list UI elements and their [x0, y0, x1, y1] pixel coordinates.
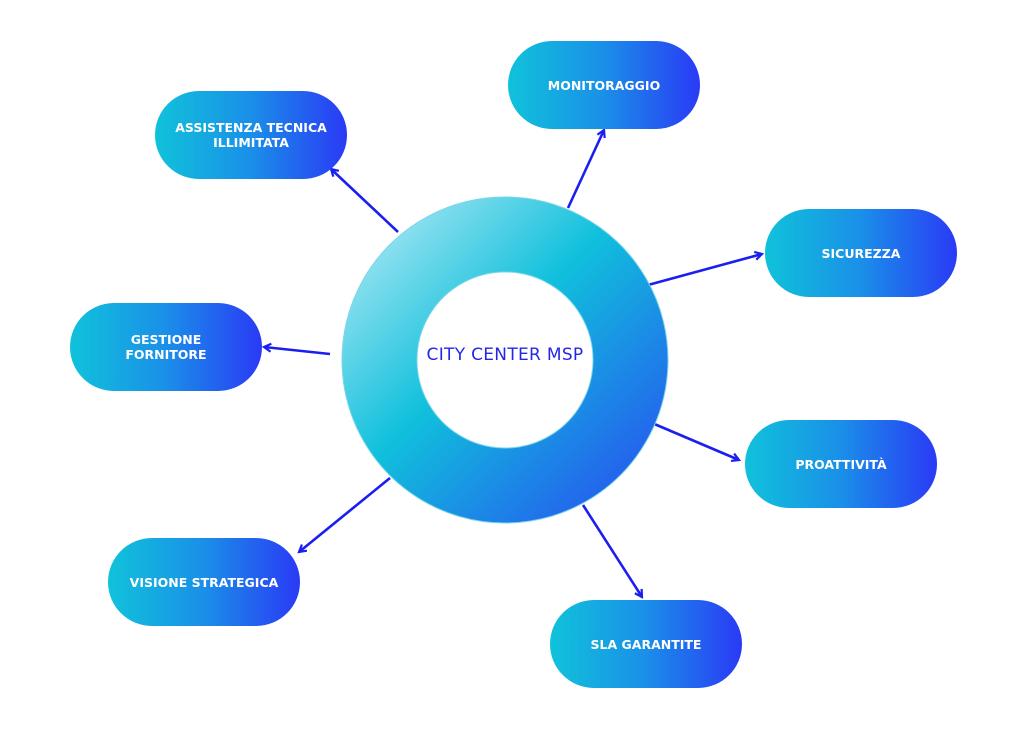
node-proattivita: PROATTIVITÀ	[745, 420, 937, 508]
arrow-monitoraggio	[566, 130, 604, 209]
node-assistenza: ASSISTENZA TECNICA ILLIMITATA	[155, 91, 347, 179]
arrow-assistenza	[331, 169, 399, 233]
arrow-visione	[299, 476, 391, 552]
node-sicurezza: SICUREZZA	[765, 209, 957, 297]
center-title: CITY CENTER MSP	[426, 345, 584, 365]
arrow-sla	[581, 504, 642, 597]
node-visione: VISIONE STRATEGICA	[108, 538, 300, 626]
node-monitoraggio: MONITORAGGIO	[508, 41, 700, 129]
arrow-sicurezza	[647, 254, 762, 287]
node-gestione: GESTIONE FORNITORE	[70, 303, 262, 391]
node-sla: SLA GARANTITE	[550, 600, 742, 688]
center-ring	[341, 196, 669, 524]
arrow-gestione	[264, 347, 331, 356]
arrow-proattivita	[651, 421, 739, 460]
